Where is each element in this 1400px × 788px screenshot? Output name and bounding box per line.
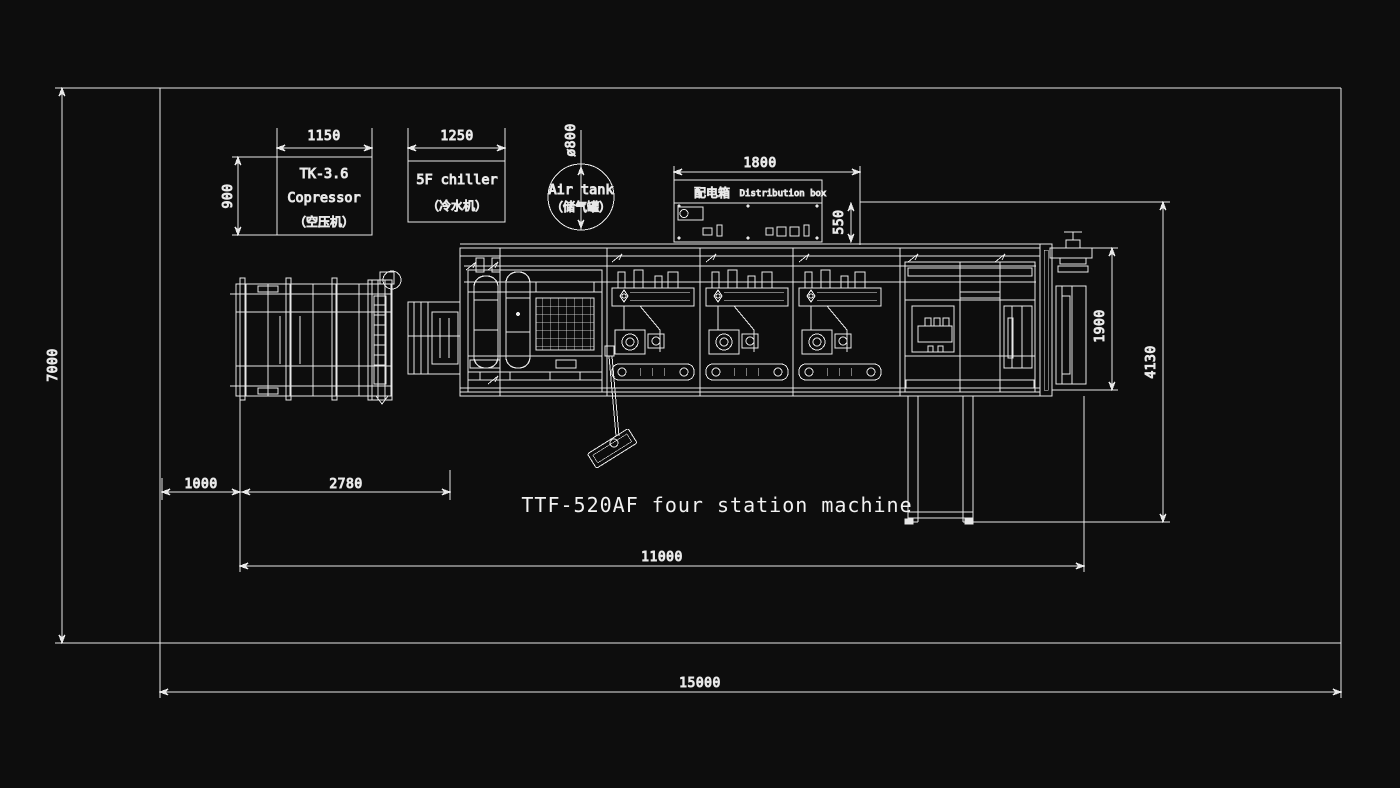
- dim-label-machine-length: 11000: [641, 550, 683, 565]
- dim-overall-width: [158, 643, 1343, 698]
- dim-infeed-length: [240, 470, 452, 500]
- plant-boundary-frame: [159, 87, 1342, 644]
- dim-compressor-height: [232, 155, 277, 237]
- dim-distribution-box-height: [847, 201, 855, 244]
- dim-infeed-offset: [160, 396, 242, 500]
- dim-machine-length: [238, 396, 1086, 572]
- dim-label-frame-height: 1900: [1093, 309, 1108, 342]
- dim-compressor-width: [275, 128, 374, 157]
- support-legs: [904, 396, 974, 525]
- dim-label-infeed-length: 2780: [329, 477, 362, 492]
- tank-chamber-assembly: [465, 257, 603, 393]
- chiller-box: [407, 160, 506, 223]
- dim-overall-height: [55, 86, 160, 645]
- dim-label-air-tank-diameter: ø800: [564, 123, 579, 156]
- discharge-stacker-section: [904, 253, 1036, 393]
- foot-pedal-assembly: [587, 345, 637, 469]
- dim-label-machine-height: 4130: [1144, 345, 1159, 378]
- dim-machine-height: [860, 200, 1170, 524]
- dim-label-compressor-height: 900: [221, 184, 236, 209]
- work-station-modules: [611, 253, 882, 381]
- chiller-name-cn-label: （冷水机）: [427, 199, 487, 213]
- dim-distribution-box-width: [672, 166, 862, 245]
- compressor-name-label: Copressor: [287, 190, 360, 206]
- dim-label-distribution-box-width: 1800: [743, 156, 776, 171]
- dim-frame-height: [1052, 246, 1118, 392]
- work-station-3: [798, 253, 882, 381]
- outfeed-post: [1039, 231, 1093, 397]
- dim-chiller-width: [406, 128, 507, 161]
- compressor-box: [276, 156, 373, 236]
- distribution-box-label-cn: 配电箱: [694, 185, 730, 200]
- work-station-1: [611, 253, 695, 381]
- distribution-box-label-en: Distribution box: [740, 189, 827, 199]
- compressor-name-cn-label: （空压机）: [294, 215, 354, 229]
- dim-label-chiller-width: 1250: [440, 129, 473, 144]
- chiller-name-label: 5F chiller: [416, 172, 497, 188]
- dim-label-distribution-box-height: 550: [832, 210, 847, 235]
- infeed-conveyor-assembly: [230, 270, 402, 405]
- dim-air-tank-diameter: [577, 130, 585, 230]
- dim-label-overall-height: 7000: [46, 348, 61, 381]
- drawing-title: TTF-520AF four station machine: [521, 493, 912, 517]
- compressor-model-label: TK-3.6: [300, 166, 349, 182]
- dim-label-overall-width: 15000: [679, 676, 721, 691]
- dim-label-infeed-offset: 1000: [184, 477, 217, 492]
- work-station-2: [705, 253, 789, 381]
- dim-label-compressor-width: 1150: [307, 129, 340, 144]
- distribution-box-outline: [673, 179, 823, 243]
